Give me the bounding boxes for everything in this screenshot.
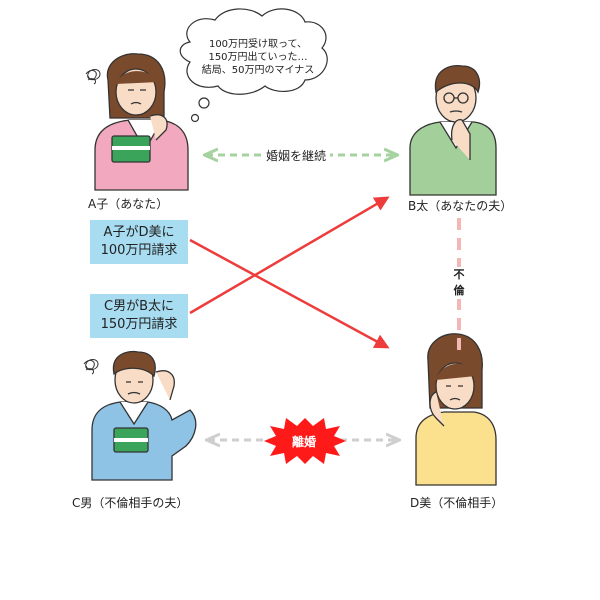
divorce-burst xyxy=(264,418,346,464)
person-c-figure xyxy=(83,350,197,481)
thought-line-3: 結局、50万円のマイナス xyxy=(201,65,315,76)
claim-a-line-1: A子がD美に xyxy=(103,225,175,240)
person-b-figure xyxy=(409,64,497,196)
worry-scribble-a xyxy=(85,69,101,85)
marriage-label: 婚姻を継続 xyxy=(262,147,331,164)
person-c-label: C男（不倫相手の夫） xyxy=(72,496,189,510)
thought-bubble xyxy=(179,8,328,123)
claim-box-c-to-b: C男がB太に 150万円請求 xyxy=(90,294,188,338)
person-a-label: A子（あなた） xyxy=(88,197,169,211)
thought-line-1: 100万円受け取って、 xyxy=(208,39,308,50)
worry-scribble-c xyxy=(83,359,99,375)
person-b-label: B太（あなたの夫） xyxy=(408,199,513,213)
claim-c-line-2: 150万円請求 xyxy=(100,317,178,332)
claim-arrow-a-to-d xyxy=(189,238,390,349)
divorce-label: 離婚 xyxy=(292,435,317,449)
claim-c-line-1: C男がB太に xyxy=(104,299,174,314)
thought-line-2: 150万円出ていった… xyxy=(208,52,308,63)
person-a-figure xyxy=(85,53,189,191)
affair-label-2: 倫 xyxy=(453,284,465,297)
claim-a-line-2: 100万円請求 xyxy=(100,243,178,258)
affair-label: 不 倫 xyxy=(452,267,466,299)
claim-arrow-c-to-b xyxy=(189,196,390,315)
person-d-figure xyxy=(415,333,497,486)
thought-text: 100万円受け取って、 150万円出ていった… 結局、50万円のマイナス xyxy=(188,38,328,77)
claim-box-a-to-d: A子がD美に 100万円請求 xyxy=(90,220,188,264)
affair-label-1: 不 xyxy=(453,268,465,281)
person-d-label: D美（不倫相手） xyxy=(410,496,504,510)
